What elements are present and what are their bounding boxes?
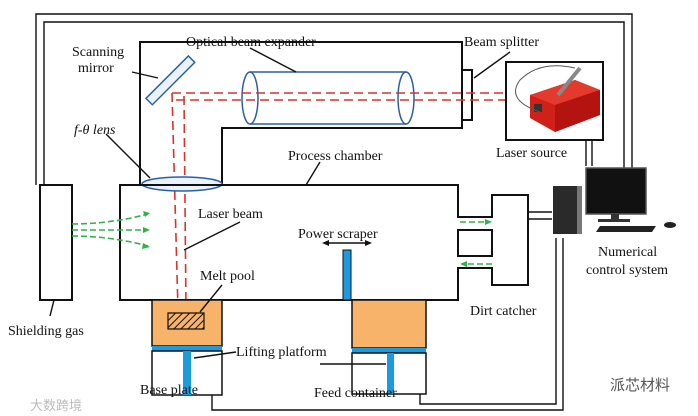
label-dirt-catcher: Dirt catcher (470, 304, 537, 319)
label-f-theta-lens: f-θ lens (74, 123, 116, 138)
control-wiring (35, 13, 633, 411)
label-lifting-platform: Lifting platform (236, 345, 327, 360)
scraper-direction-arrow (322, 240, 372, 246)
label-control-system: control system (586, 263, 668, 278)
gas-flow-arrows (71, 213, 492, 265)
scanning-mirror (144, 54, 196, 106)
label-numerical: Numerical (598, 245, 657, 260)
numerical-control-computer (553, 167, 676, 234)
beam-splitter (461, 69, 473, 121)
watermark-left: 大数跨境 (30, 399, 82, 414)
label-laser-beam: Laser beam (198, 207, 263, 222)
shielding-gas-box (39, 184, 73, 301)
label-scanning: Scanning (72, 45, 124, 60)
label-melt-pool: Melt pool (200, 269, 255, 284)
label-base-plate: Base plate (140, 383, 198, 398)
build-container (151, 299, 223, 396)
laser-beam (171, 92, 508, 311)
label-laser-source: Laser source (496, 146, 567, 161)
gas-arrow-heads (142, 211, 492, 267)
feed-container (351, 299, 427, 395)
label-feed-container: Feed container (314, 386, 397, 401)
label-process-chamber: Process chamber (288, 149, 383, 164)
melt-pool (167, 312, 205, 330)
label-shielding-gas: Shielding gas (8, 324, 84, 339)
label-power-scraper: Power scraper (298, 227, 378, 242)
label-beam-splitter: Beam splitter (464, 35, 539, 50)
label-mirror: mirror (78, 61, 114, 76)
dirt-catcher-box (457, 229, 493, 257)
beam-expander (241, 71, 415, 125)
power-scraper (342, 249, 352, 301)
laser-source (505, 61, 604, 141)
leader-lines (49, 47, 511, 365)
label-optical-beam-expander: Optical beam expander (186, 35, 316, 50)
watermark-right: 派芯材料 (610, 376, 670, 394)
process-chamber (119, 184, 529, 301)
